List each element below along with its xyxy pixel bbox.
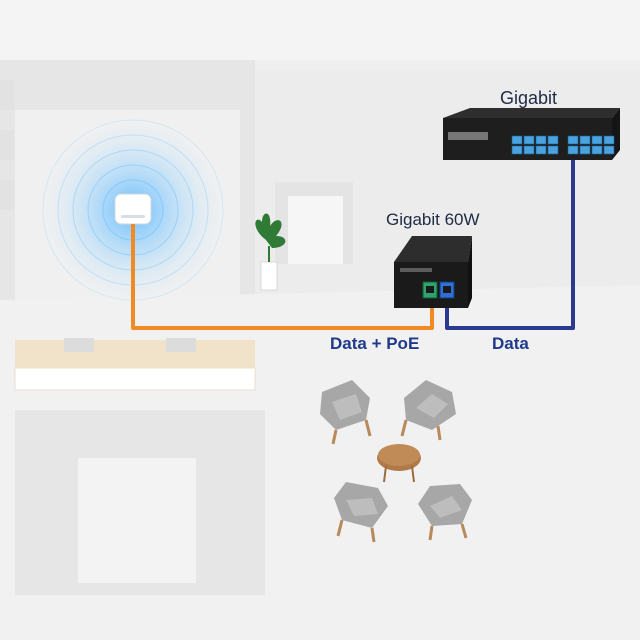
network-switch-icon [443,108,620,160]
ceiling-access-point-icon [114,193,152,225]
chair-bottom-left [334,482,388,543]
poe-cable [131,224,434,330]
stairs [0,80,14,210]
injector-label: Gigabit 60W [386,210,480,229]
counter [14,338,256,391]
chair-top-right [400,380,456,441]
potted-plant-icon [255,213,286,291]
data-cable [445,160,575,330]
poe-injector-icon [394,236,472,308]
coffee-table [377,444,421,483]
chair-top-left [320,380,372,445]
switch-label: Gigabit [500,88,558,108]
chair-bottom-right [418,484,472,541]
lower-platform-inset [78,458,196,583]
doorway [288,196,343,264]
data-link-label: Data [492,334,529,353]
poe-link-label: Data + PoE [330,334,420,353]
